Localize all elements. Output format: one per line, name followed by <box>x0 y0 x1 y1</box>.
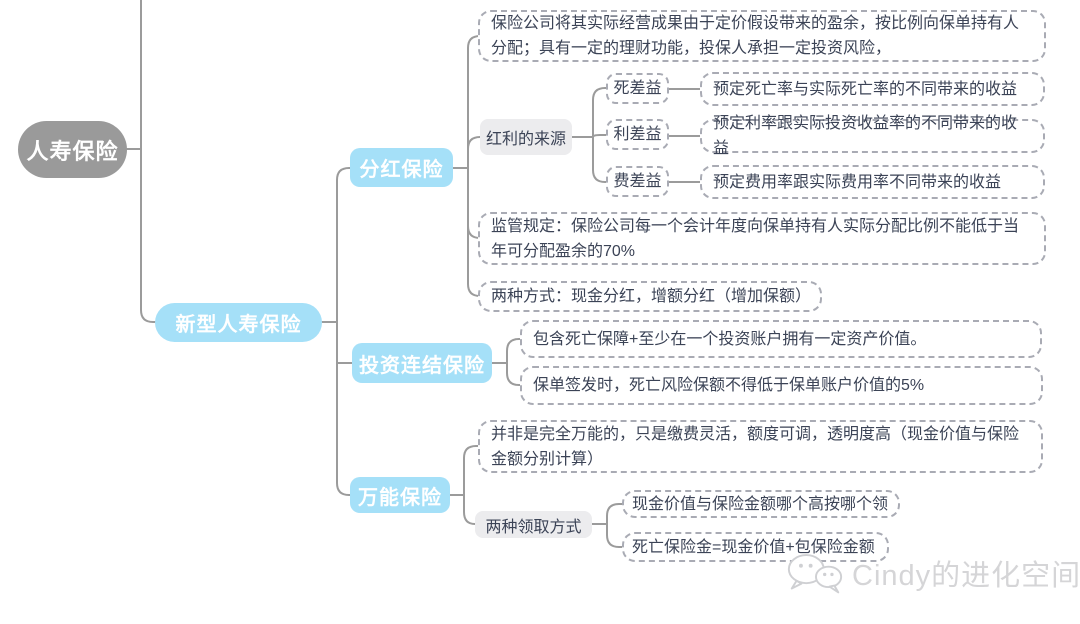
connector <box>467 136 481 169</box>
dividend-methods-box: 两种方式：现金分红，增额分红（增加保额） <box>478 281 822 312</box>
connector <box>467 167 481 297</box>
watermark-text: Cindy的进化空间 <box>852 560 1080 592</box>
connector <box>606 503 623 525</box>
connector <box>467 35 481 169</box>
dividend-source-label: 红利的来源 <box>480 119 572 155</box>
expense-gain-box: 费差益 <box>606 166 669 197</box>
connector <box>336 321 351 496</box>
wechat-logo-icon <box>787 554 843 594</box>
unit-linked-point2-box: 保单签发时，死亡风险保额不得低于保单账户价值的5% <box>520 366 1043 405</box>
connector <box>506 362 521 386</box>
node-new-life-insurance: 新型人寿保险 <box>155 303 322 342</box>
mortality-gain-desc-box: 预定死亡率与实际死亡率的不同带来的收益 <box>700 72 1045 106</box>
mortality-gain-box: 死差益 <box>606 73 669 104</box>
regulation-box: 监管规定：保险公司每一个会计年度向保单持有人实际分配比例不能低于当年可分配盈余的… <box>478 212 1046 265</box>
unit-linked-point1-box: 包含死亡保障+至少在一个投资账户拥有一定资产价值。 <box>520 320 1042 358</box>
node-life-insurance: 人寿保险 <box>18 121 127 178</box>
withdraw-option2-box: 死亡保险金=现金价值+包保险金额 <box>622 532 889 562</box>
node-participating-insurance: 分红保险 <box>350 148 453 187</box>
interest-gain-box: 利差益 <box>606 119 669 150</box>
connector <box>463 445 479 496</box>
connector <box>606 523 623 548</box>
interest-gain-desc-box: 预定利率跟实际投资收益率的不同带来的收益 <box>700 115 1045 157</box>
connector <box>592 134 608 138</box>
withdraw-methods-label: 两种领取方式 <box>475 511 592 538</box>
node-universal-insurance: 万能保险 <box>350 477 450 513</box>
watermark: Cindy的进化空间 <box>784 550 1080 596</box>
connector <box>140 0 156 323</box>
connector <box>336 167 351 323</box>
node-unit-linked-insurance: 投资连结保险 <box>352 343 492 383</box>
connector <box>506 338 521 364</box>
connector <box>592 136 608 183</box>
universal-note-box: 并非是完全万能的，只是缴费灵活，额度可调，透明度高（现金价值与保险金额分别计算） <box>478 420 1043 473</box>
expense-gain-desc-box: 预定费用率跟实际费用率不同带来的收益 <box>700 165 1045 199</box>
connector <box>592 87 608 138</box>
participating-summary-box: 保险公司将其实际经营成果由于定价假设带来的盈余，按比例向保单持有人分配；具有一定… <box>478 10 1046 62</box>
connector <box>463 494 476 525</box>
withdraw-option1-box: 现金价值与保险金额哪个高按哪个领 <box>622 490 900 518</box>
